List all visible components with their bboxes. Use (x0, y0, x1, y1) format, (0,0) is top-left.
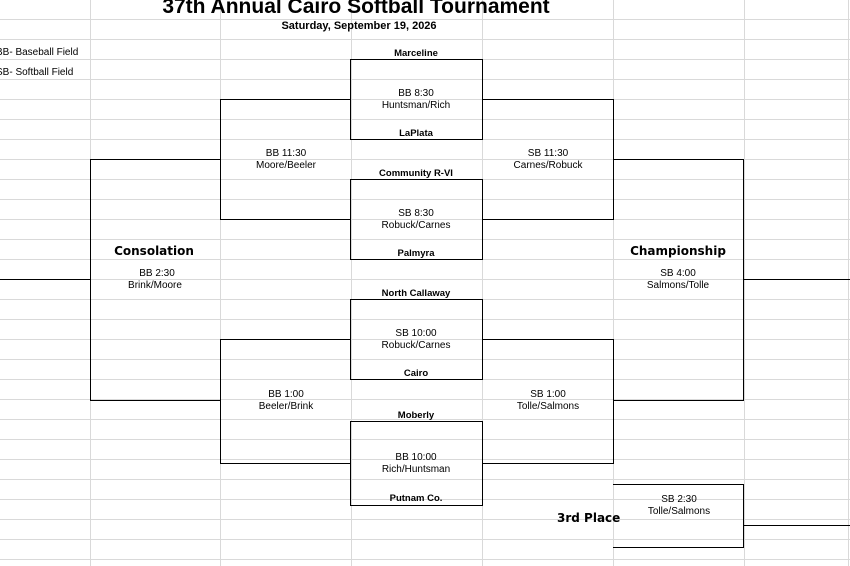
game-left-top-time: BB 11:30 (265, 148, 307, 159)
team-laplata: LaPlata (399, 128, 433, 139)
team-cairo: Cairo (403, 368, 429, 379)
game-right-bottom-umpires: Tolle/Salmons (516, 401, 580, 412)
game-1-time: BB 8:30 (398, 88, 434, 99)
championship-time: SB 4:00 (660, 268, 696, 279)
consolation-time: BB 2:30 (139, 268, 175, 279)
game-left-bottom-umpires: Beeler/Brink (258, 401, 314, 412)
championship-umpires: Salmons/Tolle (646, 280, 710, 291)
third-place-umpires: Tolle/Salmons (647, 506, 711, 517)
team-north-callaway: North Callaway (381, 288, 451, 299)
game-3-time: SB 10:00 (395, 328, 437, 339)
game-left-top-umpires: Moore/Beeler (255, 160, 317, 171)
team-moberly: Moberly (397, 410, 435, 421)
game-2-time: SB 8:30 (398, 208, 434, 219)
game-2-umpires: Robuck/Carnes (381, 220, 451, 231)
legend-baseball-field: BB- Baseball Field (0, 47, 79, 58)
game-3-umpires: Robuck/Carnes (381, 340, 451, 351)
game-right-bottom-time: SB 1:00 (530, 389, 566, 400)
team-community-r-vi: Community R-VI (379, 168, 453, 179)
consolation-umpires: Brink/Moore (128, 280, 182, 291)
team-putnam-co: Putnam Co. (389, 493, 443, 504)
game-4-time: BB 10:00 (395, 452, 437, 463)
third-place-time: SB 2:30 (661, 494, 697, 505)
legend-softball-field: SB- Softball Field (0, 67, 74, 78)
game-right-top-time: SB 11:30 (527, 148, 569, 159)
team-palmyra: Palmyra (397, 248, 435, 259)
championship-label: Championship (630, 244, 726, 258)
consolation-label: Consolation (114, 244, 194, 258)
game-right-top-umpires: Carnes/Robuck (513, 160, 583, 171)
team-marceline: Marceline (394, 48, 438, 59)
game-left-bottom-time: BB 1:00 (268, 389, 304, 400)
third-place-label: 3rd Place (557, 511, 621, 525)
tournament-date: Saturday, September 19, 2026 (281, 20, 437, 32)
page-title: 37th Annual Cairo Softball Tournament (162, 0, 550, 18)
game-4-umpires: Rich/Huntsman (381, 464, 451, 475)
game-1-umpires: Huntsman/Rich (381, 100, 451, 111)
